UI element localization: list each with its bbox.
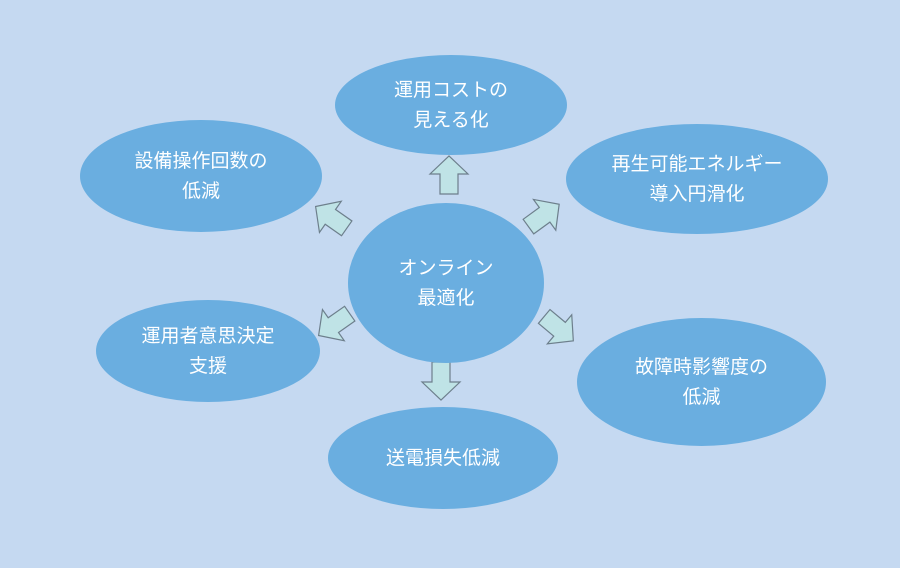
outcome-node-bottom-left: 運用者意思決定 支援 bbox=[96, 300, 320, 402]
outcome-bottom-right-line-1: 故障時影響度の bbox=[634, 356, 768, 378]
outcome-bottom-right-line-2: 低減 bbox=[682, 386, 721, 408]
outcome-bottom-left-line-1: 運用者意思決定 bbox=[141, 325, 275, 347]
outcome-node-bottom-right: 故障時影響度の 低減 bbox=[577, 318, 826, 446]
center-label-line-1: オンライン bbox=[398, 257, 494, 279]
outcome-top-left-line-2: 低減 bbox=[181, 180, 220, 202]
outcome-bottom-left-line-2: 支援 bbox=[188, 355, 227, 377]
arrow-to-top-right-icon bbox=[522, 198, 560, 235]
outcome-bottom-line-1: 送電損失低減 bbox=[385, 447, 500, 469]
outcome-top-right-line-2: 導入円滑化 bbox=[649, 183, 745, 205]
arrow-to-bottom-left-icon bbox=[317, 305, 356, 342]
outcome-node-bottom: 送電損失低減 bbox=[328, 407, 558, 509]
outcome-top-line-2: 見える化 bbox=[413, 109, 489, 131]
arrow-to-bottom-right-icon bbox=[537, 308, 574, 345]
arrow-to-top-left-icon bbox=[314, 200, 353, 237]
center-label-line-2: 最適化 bbox=[417, 287, 475, 309]
outcome-top-left-line-1: 設備操作回数の bbox=[134, 150, 268, 172]
arrow-to-bottom-icon bbox=[420, 361, 462, 401]
outcome-node-top-right: 再生可能エネルギー 導入円滑化 bbox=[566, 124, 828, 234]
outcome-node-top: 運用コストの 見える化 bbox=[335, 55, 567, 155]
center-node: オンライン 最適化 bbox=[348, 203, 544, 363]
outcome-node-top-left: 設備操作回数の 低減 bbox=[80, 120, 322, 232]
outcome-top-right-line-1: 再生可能エネルギー bbox=[611, 153, 783, 175]
outcome-top-line-1: 運用コストの bbox=[393, 79, 508, 101]
arrow-to-top-icon bbox=[428, 155, 470, 195]
